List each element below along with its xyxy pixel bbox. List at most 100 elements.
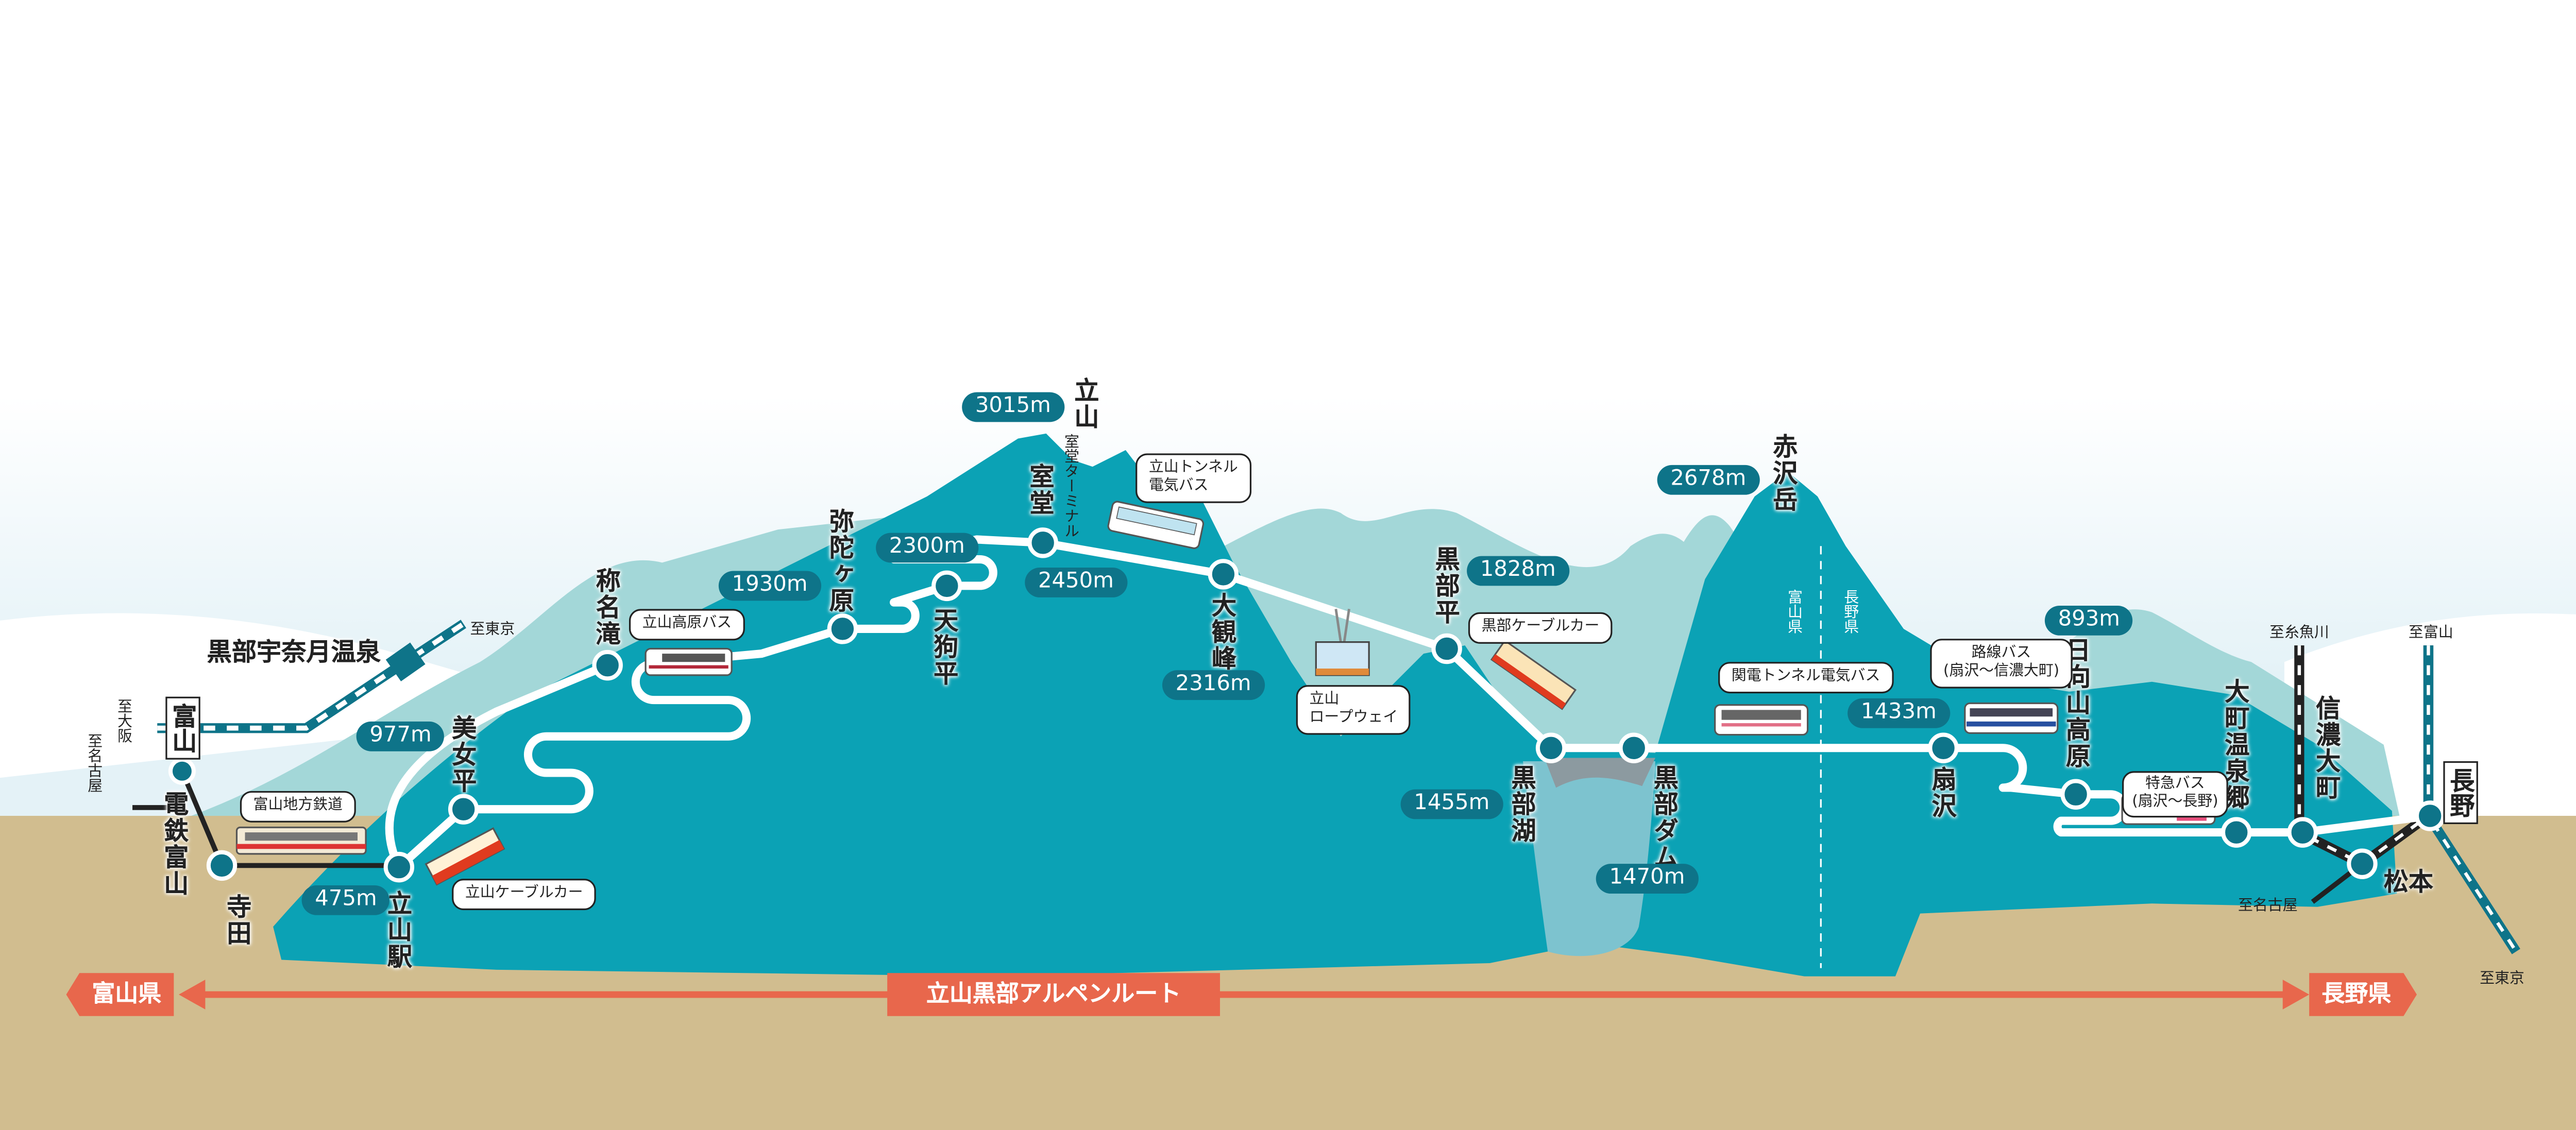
station-dot-hinatayama[interactable] <box>2060 779 2091 810</box>
border-label-toyama: 富山県 <box>1784 589 1801 634</box>
station-label-tateyama: 立山駅 <box>384 890 414 970</box>
callout-express-bus-line2: (扇沢～長野) <box>2132 794 2218 811</box>
station-label-midagahara: 弥陀ヶ原 <box>826 508 856 614</box>
station-dot-shinano-omachi[interactable] <box>2287 817 2318 848</box>
callout-route-bus: 路線バス(扇沢～信濃大町) <box>1930 639 2073 689</box>
elevation-kurobeko: 1455m <box>1400 789 1503 819</box>
elevation-tateyama: 3015m <box>962 392 1064 422</box>
kurobe-lake <box>1522 761 1655 956</box>
elevation-tateyama-station: 475m <box>301 885 391 915</box>
callout-ropeway: 立山ロープウェイ <box>1296 685 1411 735</box>
station-dot-shomyo[interactable] <box>592 649 623 681</box>
bus-icon-route <box>1964 702 2059 734</box>
station-dot-bijodaira[interactable] <box>448 794 479 825</box>
callout-kurobe-cable: 黒部ケーブルカー <box>1468 612 1613 644</box>
station-dot-kurobeko[interactable] <box>1535 732 1567 763</box>
direction-to-nagoya-left: 至名古屋 <box>84 733 101 793</box>
station-label-kurobeko: 黒部湖 <box>1508 764 1538 844</box>
snow-hill-left <box>0 613 596 778</box>
peak-label-akazawadake: 赤沢岳 <box>1769 433 1800 513</box>
cable-car-icon <box>425 827 505 886</box>
callout-tunnel-bus: 立山トンネル電気バス <box>1136 453 1251 503</box>
direction-to-osaka: 至大阪 <box>114 698 131 743</box>
elevation-shinano-omachi: 893m <box>2044 605 2133 636</box>
station-dot-daikanbo[interactable] <box>1208 559 1239 590</box>
station-dot-kurobe-dam[interactable] <box>1618 732 1649 763</box>
direction-to-itoigawa: 至糸魚川 <box>2269 625 2329 642</box>
direction-to-tokyo-left: 至東京 <box>470 622 515 639</box>
station-label-toyama: 富山 <box>165 696 200 760</box>
callout-route-bus-line1: 路線バス <box>1971 645 2031 662</box>
elevation-bijodaira: 977m <box>356 721 445 751</box>
station-label-nagano: 長野 <box>2443 761 2478 825</box>
station-label-kurobedaira: 黒部平 <box>1432 546 1462 626</box>
station-label-terada: 寺田 <box>223 894 253 947</box>
main-mountain <box>273 433 2397 977</box>
station-label-dentetsu-toyama: 電鉄富山 <box>160 791 191 897</box>
callout-chiho-tetsudo: 富山地方鉄道 <box>240 791 356 823</box>
elevation-tengudaira: 2300m <box>876 533 978 563</box>
station-dot-nagano[interactable] <box>2414 800 2446 831</box>
border-label-nagano: 長野県 <box>1840 589 1857 634</box>
kurobe-dam-structure <box>1544 758 1655 788</box>
station-dot-tengudaira[interactable] <box>931 570 962 602</box>
callout-ropeway-line1: 立山 <box>1309 692 1340 709</box>
callout-route-bus-line2: (扇沢～信濃大町) <box>1943 663 2060 680</box>
elevation-kurobe-dam: 1470m <box>1596 864 1699 894</box>
station-label-shinano-omachi: 信濃大町 <box>2312 695 2343 801</box>
callout-kogen-bus: 立山高原バス <box>629 609 745 641</box>
callout-tunnel-bus-line2: 電気バス <box>1148 478 1209 495</box>
station-dot-terada[interactable] <box>206 850 238 881</box>
elevation-midagahara: 1930m <box>718 571 821 601</box>
station-label-murodo: 室堂 <box>1026 463 1056 517</box>
station-dot-omachi-onsen[interactable] <box>2221 817 2252 848</box>
banner-center-title: 立山黒部アルペンルート <box>887 973 1220 1016</box>
callout-tunnel-bus-line1: 立山トンネル <box>1148 460 1238 477</box>
callout-kanden-bus: 関電トンネル電気バス <box>1718 662 1894 694</box>
cable-car-icon-kurobe <box>1490 639 1577 710</box>
elevation-kurobedaira: 1828m <box>1467 556 1569 586</box>
callout-express-bus-line1: 特急バス <box>2145 776 2205 793</box>
jr-rail-dash <box>2297 645 2430 866</box>
station-dot-midagahara[interactable] <box>827 613 858 644</box>
station-dot-matsumoto[interactable] <box>2347 848 2378 879</box>
direction-to-toyama: 至富山 <box>2408 625 2453 642</box>
direction-to-tokyo-right: 至東京 <box>2480 971 2524 988</box>
peak-label-tateyama: 立山 <box>1071 377 1101 431</box>
station-dots <box>168 527 2446 883</box>
station-label-ogizawa: 扇沢 <box>1928 766 1958 819</box>
station-dot-toyama[interactable] <box>168 757 196 785</box>
road-to-shomyo <box>385 661 609 869</box>
station-dot-murodo[interactable] <box>1027 527 1058 558</box>
nagano-rail-dash <box>2427 645 2518 953</box>
ropeway-icon <box>1315 609 1370 676</box>
callout-tateyama-cable: 立山ケーブルカー <box>452 879 597 911</box>
elevation-akazawadake: 2678m <box>1657 465 1760 495</box>
station-dot-tateyama[interactable] <box>383 851 415 883</box>
station-label-unazuki: 黒部宇奈月温泉 <box>207 637 381 667</box>
station-dot-kurobedaira[interactable] <box>1431 633 1462 664</box>
elevation-daikanbo: 2316m <box>1162 670 1265 700</box>
shinkansen-rail-dash <box>157 622 465 731</box>
shinkansen-station-marker <box>385 642 426 681</box>
train-icon <box>235 826 367 855</box>
station-label-murodo-terminal: 室堂ターミナル <box>1061 433 1078 538</box>
elevation-ogizawa: 1433m <box>1848 698 1950 728</box>
station-label-tengudaira: 天狗平 <box>930 607 960 687</box>
bus-icon-tunnel <box>1107 501 1205 550</box>
banner-left-toyama: 富山県 <box>92 981 162 1008</box>
station-label-shomyo: 称名滝 <box>592 568 623 647</box>
bus-icon-kanden <box>1714 704 1809 736</box>
bus-icon-kogen <box>645 647 733 676</box>
banner-right-nagano: 長野県 <box>2321 981 2392 1008</box>
station-dot-ogizawa[interactable] <box>1928 732 1959 763</box>
elevation-murodo: 2450m <box>1025 568 1127 597</box>
callout-express-bus: 特急バス(扇沢～長野) <box>2122 771 2228 818</box>
direction-to-nagoya-right: 至名古屋 <box>2238 898 2298 915</box>
station-label-bijodaira: 美女平 <box>448 715 479 795</box>
station-label-kurobe-dam: 黒部ダム <box>1650 764 1681 871</box>
station-label-daikanbo: 大観峰 <box>1208 592 1239 672</box>
station-label-matsumoto: 松本 <box>2383 867 2434 897</box>
